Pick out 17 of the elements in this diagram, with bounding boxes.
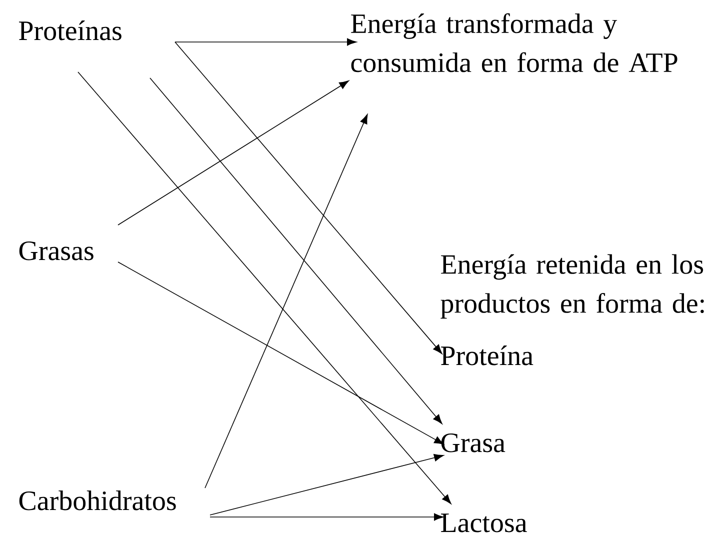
arrow xyxy=(150,78,442,424)
text-label: Proteína xyxy=(441,346,534,366)
arrow xyxy=(174,38,357,46)
text-label: Energía transformada y consumida en forma de ATP xyxy=(351,13,678,72)
arrow xyxy=(118,80,349,226)
arrow xyxy=(118,262,444,445)
arrow xyxy=(204,114,368,488)
arrow xyxy=(210,454,444,516)
arrow xyxy=(210,513,444,521)
text-label: Proteínas xyxy=(19,20,122,40)
text-label: Carbohidratos xyxy=(19,490,176,510)
arrow xyxy=(78,72,452,504)
text-label: Grasa xyxy=(441,433,506,452)
text-label: Grasas xyxy=(19,241,94,260)
arrow xyxy=(174,42,442,354)
text-label: Lactosa xyxy=(441,514,527,532)
text-label: Energía retenida en los productos en forma de: xyxy=(440,254,704,319)
